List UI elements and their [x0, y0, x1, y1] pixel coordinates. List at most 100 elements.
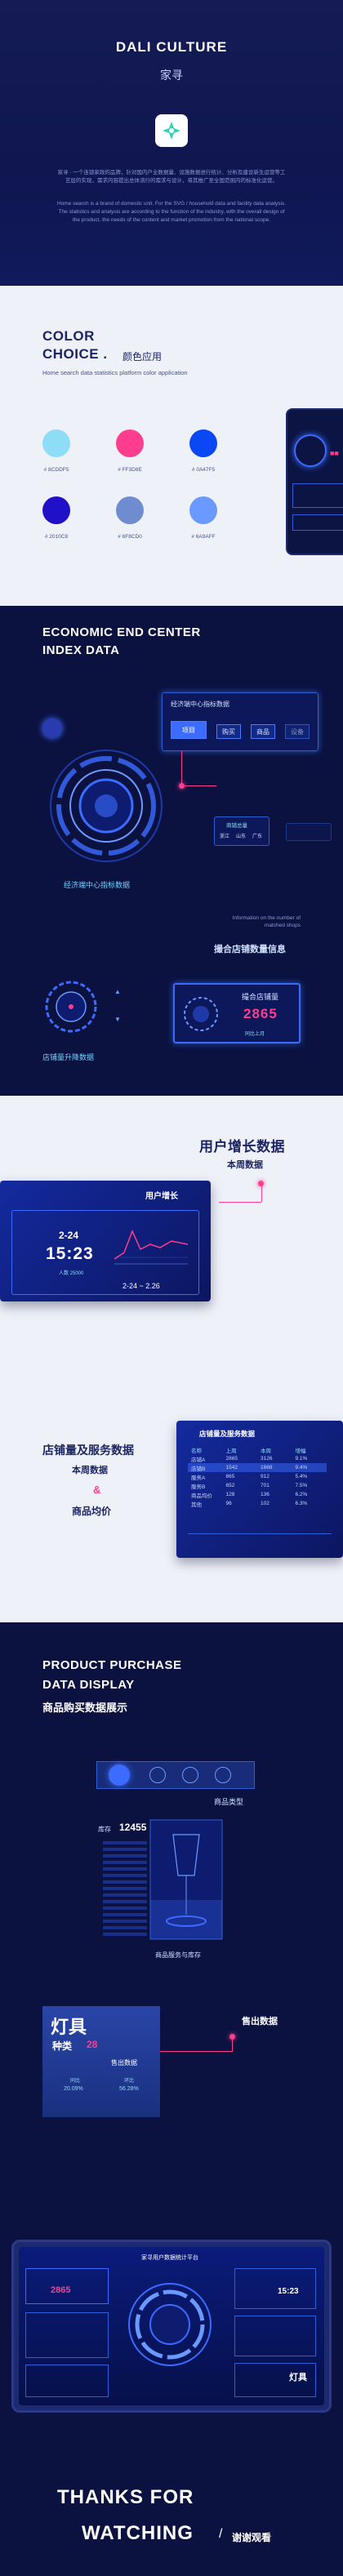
sold-dot	[229, 2034, 235, 2040]
tab-device[interactable]: 设备	[285, 724, 310, 739]
color-swatch-label: # FF3D8E	[118, 467, 142, 473]
color-swatch	[116, 429, 144, 457]
phone-value-icon: ■■	[330, 449, 339, 457]
phone-card	[292, 483, 343, 508]
screen-panel-left-3	[25, 2365, 109, 2397]
hero-paragraph-en: Home search is a brand of domestic unit.…	[57, 201, 287, 223]
category-3-icon[interactable]	[182, 1767, 198, 1783]
ug-frame	[11, 1210, 199, 1295]
connector-line-2	[184, 785, 216, 786]
sold-b-label: 环比	[124, 2079, 135, 2084]
ug-line-chart	[114, 1230, 188, 1265]
table-cell: 912	[261, 1474, 270, 1479]
screen-dial	[128, 2283, 212, 2366]
upgrade-caption: 店铺量升降数据	[42, 1053, 95, 1061]
table-cell: 服务A	[191, 1475, 206, 1481]
table-header-cell: 名称	[191, 1448, 202, 1454]
screen-time: 15:23	[278, 2287, 299, 2296]
color-swatch-label: # 8CDDF5	[43, 467, 69, 473]
arrow-down-icon: ▼	[114, 1016, 121, 1023]
table-cell: 5.4%	[295, 1474, 308, 1479]
thanks-line2: WATCHING	[82, 2522, 194, 2544]
screen-panel-left: 2865	[25, 2268, 109, 2304]
region-tag-3: 广东	[252, 834, 263, 839]
color-section: COLOR CHOICE . 颜色应用 Home search data sta…	[0, 286, 343, 606]
connector-dot	[179, 783, 185, 789]
screen-title: 家寻用户数据统计平台	[141, 2255, 198, 2261]
table-header-cell: 本周	[261, 1448, 271, 1454]
upgrade-dial	[45, 981, 97, 1033]
stores-caption-en: Information on the number of matched sho…	[232, 915, 301, 928]
color-swatch-label: # 6F8CD0	[118, 534, 142, 540]
dial-caption: 经济端中心指标数据	[64, 881, 131, 889]
user-growth-heading: 用户增长数据	[199, 1139, 285, 1155]
brand-logo	[155, 114, 188, 147]
purchase-heading-line2: DATA DISPLAY	[42, 1678, 135, 1692]
phone-card-2	[292, 514, 343, 531]
color-heading-line2: CHOICE .	[42, 346, 108, 362]
table-cell: 服务B	[191, 1484, 206, 1490]
table-cell: 6.3%	[295, 1501, 308, 1506]
store-heading-2: 本周数据	[72, 1466, 108, 1475]
match-title: 撮合店铺量	[242, 993, 279, 1001]
table-cell: 9.4%	[295, 1465, 308, 1470]
table-cell: 865	[225, 1474, 235, 1479]
stores-caption-cn: 撮合店铺数量信息	[214, 945, 286, 954]
sold-heading: 售出数据	[242, 2017, 278, 2027]
ug-date: 2-24	[59, 1230, 79, 1241]
table-row[interactable]: 服务A 865 912 5.4%	[188, 1472, 327, 1481]
screen-panel-right: 15:23	[234, 2268, 316, 2309]
lamp-kind-value: 28	[87, 2039, 98, 2050]
table-cell: 96	[225, 1501, 232, 1506]
index-heading-line1: ECONOMIC END CENTER	[42, 625, 201, 639]
connector-line	[181, 751, 182, 785]
ug-small: 人数 25000	[59, 1271, 84, 1276]
ug-line-h	[219, 1202, 261, 1203]
tab-purchase[interactable]: 购买	[216, 724, 241, 739]
table-cell: 其他	[191, 1502, 202, 1508]
user-growth-card: 用户增长 2-24 15:23 人数 25000 2-24 ~ 2.26	[0, 1181, 211, 1301]
table-cell: 1688	[261, 1465, 273, 1470]
amp-sign: &	[93, 1484, 101, 1496]
table-cell: 102	[261, 1501, 270, 1506]
region-card: 商铺总量 浙江 山东 广东	[214, 816, 270, 846]
category-strip	[96, 1761, 255, 1789]
hero-title: DALI CULTURE	[115, 39, 228, 55]
table-cell: 商品均价	[191, 1493, 212, 1499]
category-lamp-icon[interactable]	[109, 1764, 130, 1786]
store-table-footer	[188, 1533, 332, 1550]
table-cell: 6.2%	[295, 1492, 308, 1497]
sold-line-h	[160, 2051, 232, 2052]
table-row[interactable]: 其他 96 102 6.3%	[188, 1499, 327, 1508]
index-panel-title: 经济端中心指标数据	[171, 701, 229, 708]
sold-a-label: 同比	[70, 2079, 81, 2084]
sold-a-value: 20.09%	[64, 2086, 83, 2092]
hero-subtitle: 家寻	[160, 69, 183, 82]
tab-project[interactable]: 项目	[171, 721, 207, 739]
table-cell: 7.5%	[295, 1483, 308, 1488]
region-card-title: 商铺总量	[226, 823, 247, 829]
thanks-cn: 谢谢观看	[232, 2532, 272, 2543]
index-panel: 经济端中心指标数据 项目 购买 商品 设备	[162, 692, 318, 751]
user-growth-section: 用户增长数据 本周数据 用户增长 2-24 15:23 人数 25000 2-2…	[0, 1096, 343, 1622]
color-swatch	[189, 496, 217, 524]
tab-goods[interactable]: 商品	[251, 724, 275, 739]
hero-paragraph-cn: 家寻 · 一个连锁家政的品牌，针对国内户业数据量、设施数据进行统计、分析及建设新…	[57, 170, 286, 184]
purchase-section: PRODUCT PURCHASE DATA DISPLAY 商品购买数据展示 商…	[0, 1622, 343, 2194]
index-section: ECONOMIC END CENTER INDEX DATA 经济端中心指标数据…	[0, 606, 343, 1096]
hero-section: DALI CULTURE 家寻 家寻 · 一个连锁家政的品牌，针对国内户业数据量…	[0, 0, 343, 286]
table-cell: 128	[225, 1492, 235, 1497]
color-swatch-label: # 0A47F5	[191, 467, 216, 473]
category-2-icon[interactable]	[149, 1767, 166, 1783]
brand-logo-icon	[163, 122, 180, 140]
decor-orb-icon	[42, 719, 62, 738]
table-cell: 701	[261, 1483, 270, 1488]
category-4-icon[interactable]	[215, 1767, 231, 1783]
screen-panel-right-3: 灯具	[234, 2363, 316, 2397]
ug-range: 2-24 ~ 2.26	[122, 1282, 160, 1290]
